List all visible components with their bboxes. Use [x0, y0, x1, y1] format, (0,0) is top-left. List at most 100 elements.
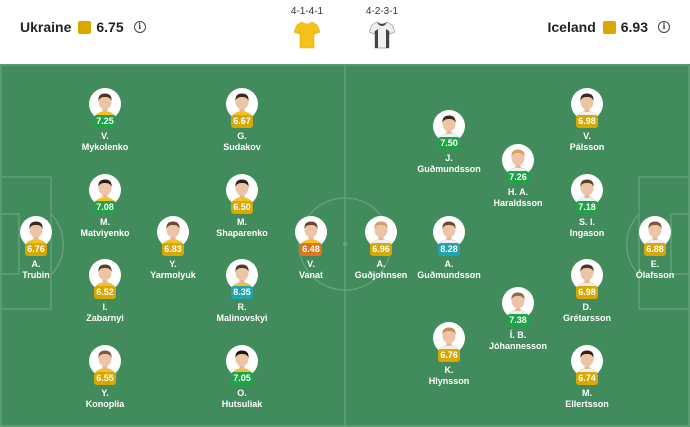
player-avatar[interactable] [295, 216, 327, 248]
player-rating-badge: 6.96 [370, 243, 392, 256]
info-icon[interactable]: i [133, 21, 146, 33]
player-surname: Konoplia [85, 399, 125, 409]
home-team-rating-square [78, 20, 92, 34]
player-rating-badge: 6.52 [94, 286, 116, 299]
player-name: A.Guðmundsson [399, 259, 499, 281]
player-surname: Vanat [298, 270, 323, 280]
player-initial: A. [31, 259, 41, 269]
player-initial: D. [582, 302, 592, 312]
player-name: V.Mykolenko [55, 131, 155, 153]
player-avatar[interactable] [89, 259, 121, 291]
player-name: I.Zabarnyi [55, 302, 155, 324]
player-rating-badge: 7.18 [576, 201, 598, 214]
player-rating-badge: 6.98 [576, 115, 598, 128]
player-name: M.Matviyenko [55, 217, 155, 239]
home-kit-shirt-icon [294, 21, 320, 49]
player-name: Y.Konoplia [55, 388, 155, 410]
player-rating-badge: 7.08 [94, 201, 116, 214]
away-formation: 4-2-3-1 [357, 6, 407, 49]
player-initial: E. [650, 259, 660, 269]
player-rating-badge: 6.88 [644, 243, 666, 256]
player-name: Y.Yarmolyuk [123, 259, 223, 281]
player-name: V.Vanat [261, 259, 361, 281]
home-team-name[interactable]: Ukraine [20, 19, 72, 35]
away-formation-text: 4-2-3-1 [365, 6, 399, 17]
player-initial: M. [582, 388, 592, 398]
player-avatar[interactable] [226, 174, 258, 206]
player-initial: M. [100, 217, 110, 227]
player-avatar[interactable] [89, 88, 121, 120]
player-rating-badge: 7.25 [94, 115, 116, 128]
player-surname: Matviyenko [80, 228, 130, 238]
away-team-name[interactable]: Iceland [547, 19, 596, 35]
player-name: J.Guðmundsson [399, 153, 499, 175]
player-avatar[interactable] [571, 259, 603, 291]
player-rating-badge: 6.76 [438, 349, 460, 362]
player-name: D.Grétarsson [537, 302, 637, 324]
pitch-markings [0, 64, 690, 427]
player-avatar[interactable] [433, 216, 465, 248]
player-avatar[interactable] [502, 144, 534, 176]
player-initial: V. [101, 131, 109, 141]
player-rating-badge: 7.50 [438, 137, 460, 150]
player-rating-badge: 7.05 [231, 372, 253, 385]
player-avatar[interactable] [157, 216, 189, 248]
info-icon[interactable]: i [658, 21, 670, 33]
player-avatar[interactable] [571, 345, 603, 377]
player-initial: S. I. [578, 217, 595, 227]
home-team-summary: Ukraine 6.75 i [20, 18, 146, 36]
home-formation: 4-1-4-1 [282, 6, 332, 49]
player-surname: Guðjohnsen [354, 270, 408, 280]
away-team-summary: Iceland 6.93 i [547, 18, 670, 36]
player-name: M.Ellertsson [537, 388, 637, 410]
player-rating-badge: 6.83 [162, 243, 184, 256]
player-name: K.Hlynsson [399, 365, 499, 387]
player-initial: Y. [169, 259, 177, 269]
player-surname: Zabarnyi [86, 313, 124, 323]
player-name: A.Guðjohnsen [331, 259, 431, 281]
player-surname: Guðmundsson [417, 164, 481, 174]
player-rating-badge: 7.38 [507, 314, 529, 327]
player-initial: Y. [101, 388, 109, 398]
home-team-rating: 6.75 [96, 19, 124, 35]
player-rating-badge: 6.48 [300, 243, 322, 256]
player-surname: Malinovskyi [216, 313, 268, 323]
player-initial: V. [583, 131, 591, 141]
player-surname: Pálsson [569, 142, 605, 152]
player-initial: J. [445, 153, 453, 163]
player-avatar[interactable] [226, 88, 258, 120]
player-surname: Haraldsson [493, 198, 543, 208]
away-team-rating: 6.93 [620, 19, 648, 35]
player-initial: O. [237, 388, 247, 398]
player-initial: H. A. [507, 187, 529, 197]
player-name: R.Malinovskyi [192, 302, 292, 324]
player-surname: Trubin [22, 270, 50, 280]
player-rating-badge: 6.55 [94, 372, 116, 385]
player-name: G.Sudakov [192, 131, 292, 153]
player-initial: I. [102, 302, 108, 312]
home-formation-text: 4-1-4-1 [290, 6, 324, 17]
player-rating-badge: 6.76 [25, 243, 47, 256]
